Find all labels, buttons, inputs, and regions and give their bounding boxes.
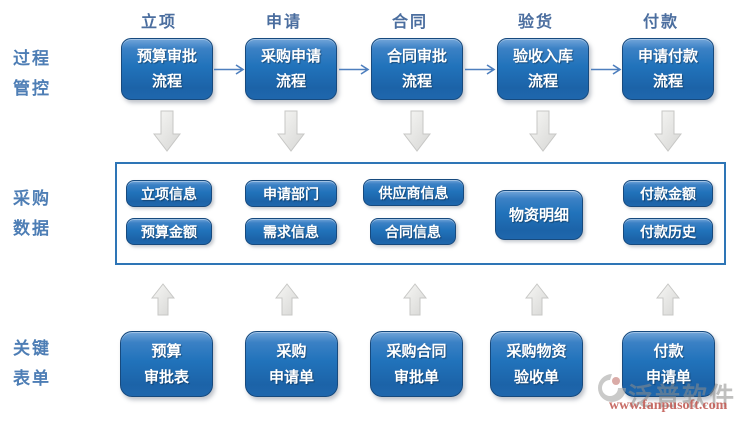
flow-right-arrow-icon: [591, 64, 622, 75]
row-label-line: 表单: [13, 369, 51, 388]
flow-right-arrow-icon: [465, 64, 496, 75]
process-box-line: 流程: [652, 73, 683, 90]
form-box-line: 申请单: [268, 369, 314, 386]
down-arrow-icon: [277, 110, 305, 152]
up-arrow-icon: [151, 283, 175, 316]
process-box-line: 流程: [275, 73, 306, 90]
down-arrow-icon: [403, 110, 431, 152]
down-arrow-icon: [529, 110, 557, 152]
form-box-line: 申请单: [645, 369, 691, 386]
data-item-requesting-department: 申请部门: [245, 180, 337, 207]
row-label-line: 采购: [13, 189, 51, 208]
row-label-procurement-data: 采购 数据: [13, 184, 77, 244]
data-item-project-info: 立项信息: [126, 180, 212, 207]
data-item-demand-info: 需求信息: [245, 218, 337, 245]
row-label-line: 过程: [13, 49, 51, 68]
watermark-brand: 泛普软件: [628, 383, 737, 411]
process-box-line: 合同审批: [386, 48, 447, 65]
row-label-line: 数据: [13, 219, 51, 238]
up-arrow-icon: [525, 283, 549, 316]
column-header-project-initiation: 立项: [140, 14, 177, 31]
process-box-contract-approval: 合同审批 流程: [371, 38, 463, 100]
up-arrow-icon: [275, 283, 299, 316]
data-item-supplier-info: 供应商信息: [363, 179, 464, 206]
form-box-budget-approval-sheet: 预算 审批表: [120, 331, 213, 397]
data-item-contract-info: 合同信息: [370, 218, 456, 245]
flow-right-arrow-icon: [214, 64, 245, 75]
form-box-line: 审批表: [143, 369, 189, 386]
process-box-budget-approval: 预算审批 流程: [121, 38, 213, 100]
process-box-line: 采购申请: [260, 48, 321, 65]
row-label-line: 关键: [13, 339, 51, 358]
process-box-payment-request: 申请付款 流程: [622, 38, 714, 100]
procurement-data-panel: [115, 162, 726, 265]
row-label-process-control: 过程 管控: [13, 44, 77, 104]
up-arrow-icon: [403, 283, 427, 316]
form-box-purchase-request-form: 采购 申请单: [245, 331, 338, 397]
form-box-line: 采购物资: [506, 343, 567, 360]
row-label-line: 管控: [13, 79, 51, 98]
form-box-material-acceptance-form: 采购物资 验收单: [490, 331, 583, 397]
process-box-line: 流程: [401, 73, 432, 90]
form-box-line: 采购合同: [386, 343, 447, 360]
down-arrow-icon: [654, 110, 682, 152]
down-arrow-icon: [153, 110, 181, 152]
flow-right-arrow-icon: [339, 64, 370, 75]
column-header-contract: 合同: [391, 14, 428, 31]
form-box-line: 审批单: [393, 369, 439, 386]
form-box-payment-request-form: 付款 申请单: [622, 331, 715, 397]
process-box-line: 验收入库: [512, 48, 573, 65]
data-item-payment-amount: 付款金额: [623, 180, 713, 207]
column-header-application: 申请: [265, 14, 302, 31]
process-box-purchase-request: 采购申请 流程: [245, 38, 337, 100]
form-box-line: 验收单: [513, 369, 559, 386]
column-header-inspection: 验货: [517, 14, 554, 31]
data-item-budget-amount: 预算金额: [126, 218, 212, 245]
watermark-logo-icon: [598, 374, 626, 402]
form-box-line: 采购: [276, 343, 307, 360]
watermark-url: www.fanpusoft.com: [609, 398, 728, 413]
data-item-payment-history: 付款历史: [623, 218, 713, 245]
process-box-line: 预算审批: [136, 48, 197, 65]
row-label-key-forms: 关键 表单: [13, 334, 77, 394]
form-box-line: 付款: [653, 343, 684, 360]
up-arrow-icon: [656, 283, 680, 316]
form-box-line: 预算: [151, 343, 182, 360]
process-box-line: 流程: [527, 73, 558, 90]
data-item-material-details: 物资明细: [495, 190, 583, 240]
process-box-line: 流程: [151, 73, 182, 90]
process-box-receiving-warehousing: 验收入库 流程: [497, 38, 589, 100]
form-box-contract-approval-form: 采购合同 审批单: [370, 331, 463, 397]
process-box-line: 申请付款: [637, 48, 698, 65]
column-header-payment: 付款: [642, 14, 679, 31]
